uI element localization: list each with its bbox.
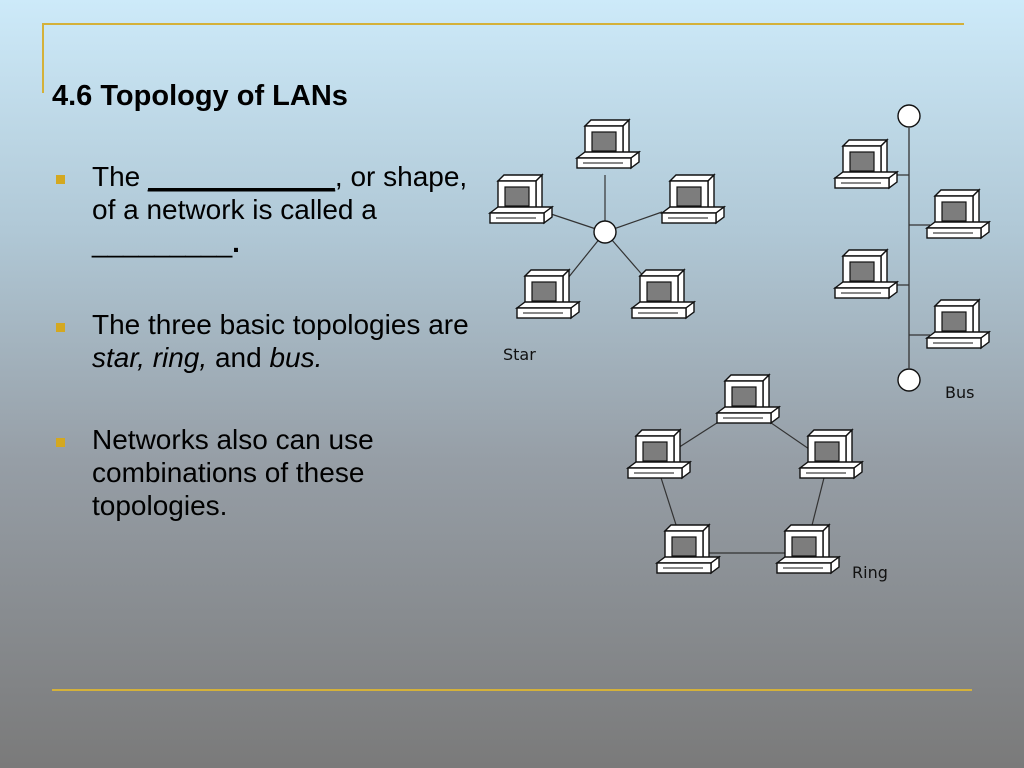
bullet-item-combinations: Networks also can use combinations of th… <box>52 423 472 522</box>
square-bullet-icon <box>56 323 65 332</box>
bullet-text: The three basic topologies are <box>92 309 469 340</box>
fill-in-blank: _________ <box>92 227 233 258</box>
bullet-text: and <box>207 342 270 373</box>
bullet-item-topology-definition: The ____________, or shape, of a network… <box>52 160 472 259</box>
bullet-emphasis: bus. <box>269 342 323 373</box>
ring-topology: Ring <box>627 374 888 582</box>
star-label: Star <box>503 345 536 364</box>
bullet-emphasis: star, ring, <box>92 342 208 373</box>
bullet-text: . <box>232 227 240 258</box>
ring-label: Ring <box>852 563 888 582</box>
bottom-divider-line <box>52 689 972 691</box>
fill-in-blank: ____________ <box>148 161 335 192</box>
star-topology: Star <box>489 119 725 364</box>
square-bullet-icon <box>56 175 65 184</box>
bullet-text: The <box>92 161 149 192</box>
top-frame-line <box>42 23 964 25</box>
slide-title: 4.6 Topology of LANs <box>52 80 348 112</box>
square-bullet-icon <box>56 438 65 447</box>
bullet-text: Networks also can use combinations of th… <box>92 424 374 521</box>
bullet-list: The ____________, or shape, of a network… <box>52 160 472 571</box>
bus-label: Bus <box>945 383 974 402</box>
bullet-item-three-topologies: The three basic topologies are star, rin… <box>52 308 472 374</box>
bus-topology: Bus <box>834 104 990 402</box>
bullet-text: , or shape, of a network is called a <box>92 161 468 225</box>
left-frame-line <box>42 23 44 93</box>
